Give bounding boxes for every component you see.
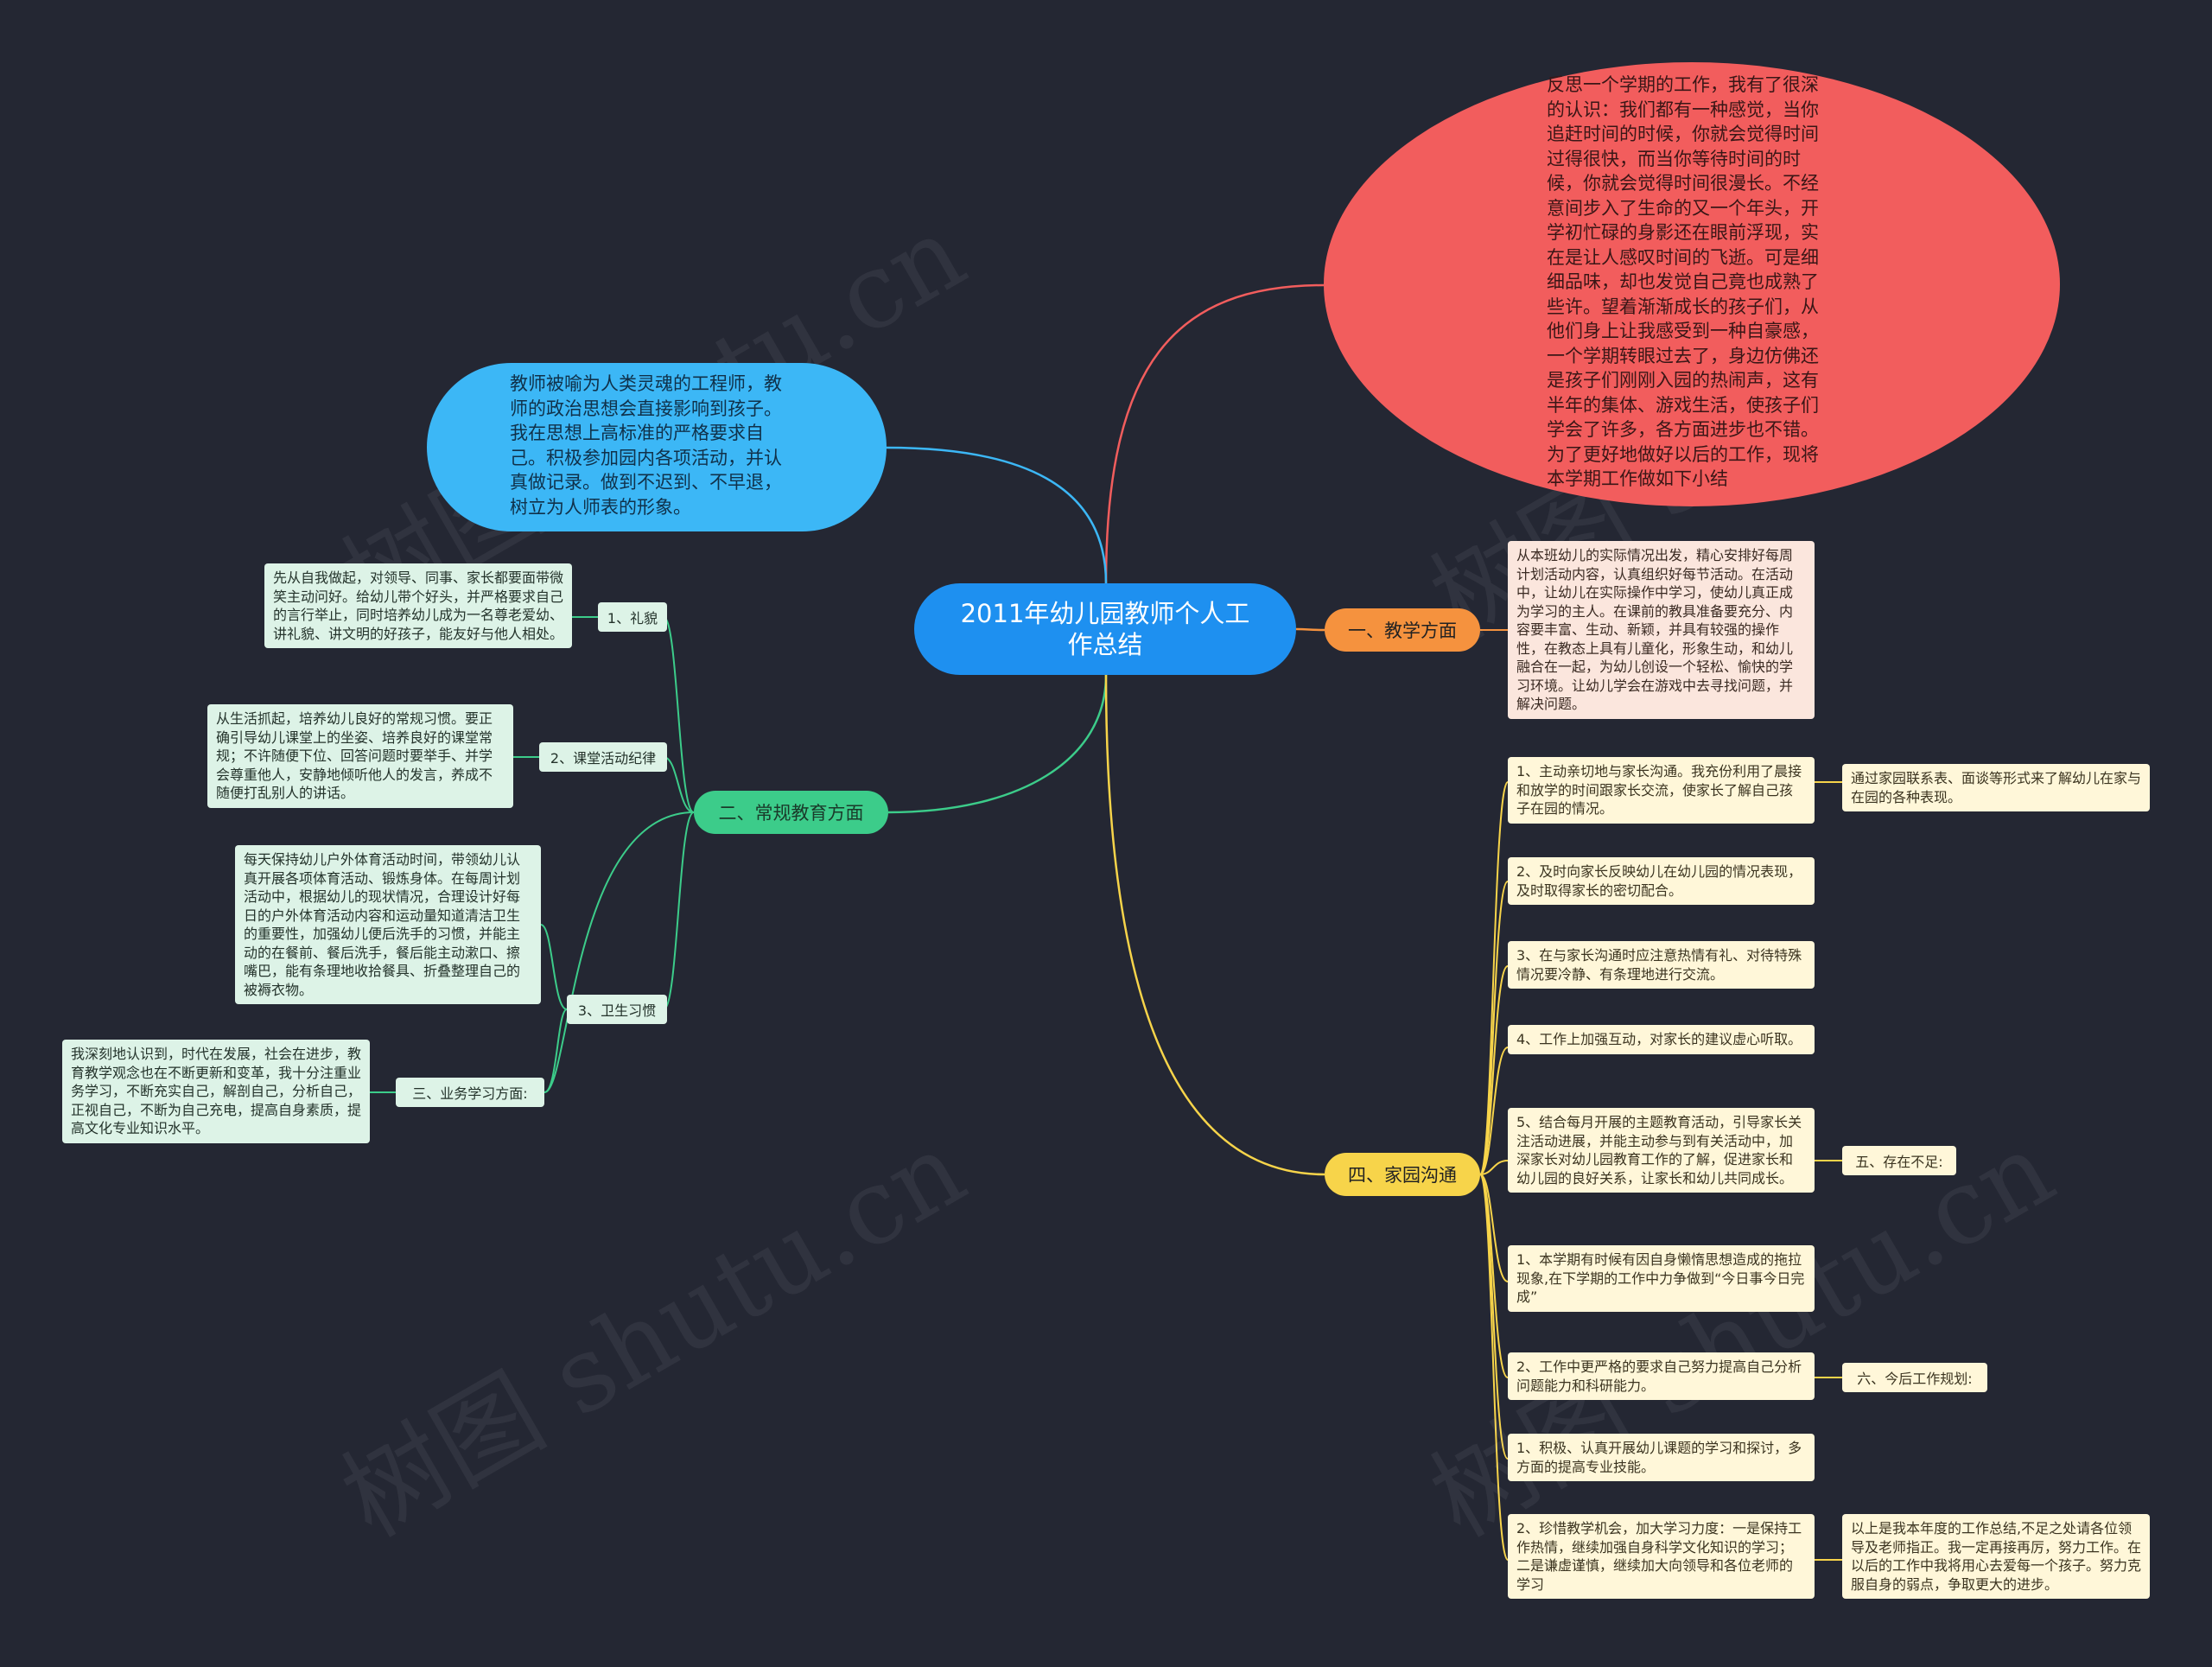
branch-home-school-label: 四、家园沟通 [1348, 1165, 1457, 1186]
routine-discipline-text[interactable]: 从生活抓起，培养幼儿良好的常规习惯。要正确引导幼儿课堂上的坐姿、培养良好的课堂常… [207, 704, 513, 808]
intro-red-text: 反思一个学期的工作，我有了很深的认识：我们都有一种感觉，当你追赶时间的时候，你就… [1547, 74, 1819, 489]
branch4-links [1479, 781, 1842, 1561]
branch-routine-label: 二、常规教育方面 [718, 803, 864, 824]
routine-item-manners[interactable]: 1、礼貌 [598, 602, 667, 632]
branch-home-school[interactable]: 四、家园沟通 [1325, 1153, 1480, 1196]
branch-teaching[interactable]: 一、教学方面 [1325, 608, 1480, 652]
home-item-8[interactable]: 1、积极、认真开展幼儿课题的学习和探讨，多方面的提高专业技能。 [1508, 1434, 1815, 1481]
link-center-b2 [887, 674, 1108, 814]
branch-teaching-label: 一、教学方面 [1348, 620, 1457, 641]
intro-blue-node[interactable] [427, 363, 887, 531]
home-item-3[interactable]: 3、在与家长沟通时应注意热情有礼、对待特殊情况要冷静、有条理地进行交流。 [1508, 941, 1815, 989]
home-item-4[interactable]: 4、工作上加强互动，对家长的建议虚心听取。 [1508, 1025, 1815, 1054]
home-note-plan[interactable]: 六、今后工作规划: [1842, 1363, 1987, 1392]
home-note-contact[interactable]: 通过家园联系表、面谈等形式来了解幼儿在家与在园的各种表现。 [1842, 764, 2150, 811]
home-item-1[interactable]: 1、主动亲切地与家长沟通。我充份利用了晨接和放学的时间跟家长交流，使家长了解自己… [1508, 757, 1815, 824]
home-item-2[interactable]: 2、及时向家长反映幼儿在幼儿园的情况表现，及时取得家长的密切配合。 [1508, 857, 1815, 905]
branch-routine[interactable]: 二、常规教育方面 [694, 791, 888, 834]
routine-hygiene-text[interactable]: 每天保持幼儿户外体育活动时间，带领幼儿认真开展各项体育活动、锻炼身体。在每周计划… [235, 845, 541, 1004]
routine-manners-text[interactable]: 先从自我做起，对领导、同事、家长都要面带微笑主动问好。给幼儿带个好头，并严格要求… [264, 563, 572, 648]
routine-item-hygiene[interactable]: 3、卫生习惯 [567, 995, 667, 1024]
home-item-5[interactable]: 5、结合每月开展的主题教育活动，引导家长关注活动进展，并能主动参与到有关活动中，… [1508, 1108, 1815, 1193]
home-item-7[interactable]: 2、工作中更严格的要求自己努力提高自己分析问题能力和科研能力。 [1508, 1352, 1815, 1400]
teaching-detail[interactable]: 从本班幼儿的实际情况出发，精心安排好每周计划活动内容，认真组织好每节活动。在活动… [1508, 541, 1815, 719]
central-topic[interactable]: 2011年幼儿园教师个人工作总结 [914, 583, 1296, 675]
link-center-b1 [1295, 627, 1325, 632]
branch2-links [370, 616, 695, 1093]
intro-blue-text: 教师被喻为人类灵魂的工程师，教师的政治思想会直接影响到孩子。我在思想上高标准的严… [510, 373, 782, 518]
central-topic-label: 2011年幼儿园教师个人工作总结 [960, 599, 1250, 659]
home-note-shortcomings[interactable]: 五、存在不足: [1842, 1146, 1956, 1175]
link-center-red [1104, 283, 1325, 584]
link-center-b4 [1104, 674, 1325, 1176]
intro-red-node[interactable] [1324, 62, 2060, 506]
home-item-9[interactable]: 2、珍惜教学机会，加大学习力度：一是保持工作热情，继续加强自身科学文化知识的学习… [1508, 1514, 1815, 1599]
routine-study-text[interactable]: 我深刻地认识到，时代在发展，社会在进步，教育教学观念也在不断更新和变革，我十分注… [62, 1040, 370, 1143]
routine-item-study[interactable]: 三、业务学习方面: [396, 1078, 544, 1107]
link-center-blue [886, 446, 1108, 584]
home-item-6[interactable]: 1、本学期有时候有因自身懒惰思想造成的拖拉现象,在下学期的工作中力争做到“今日事… [1508, 1245, 1815, 1312]
home-note-closing[interactable]: 以上是我本年度的工作总结,不足之处请各位领导及老师指正。我一定再接再厉，努力工作… [1842, 1514, 2150, 1599]
routine-item-discipline[interactable]: 2、课堂活动纪律 [539, 742, 667, 772]
